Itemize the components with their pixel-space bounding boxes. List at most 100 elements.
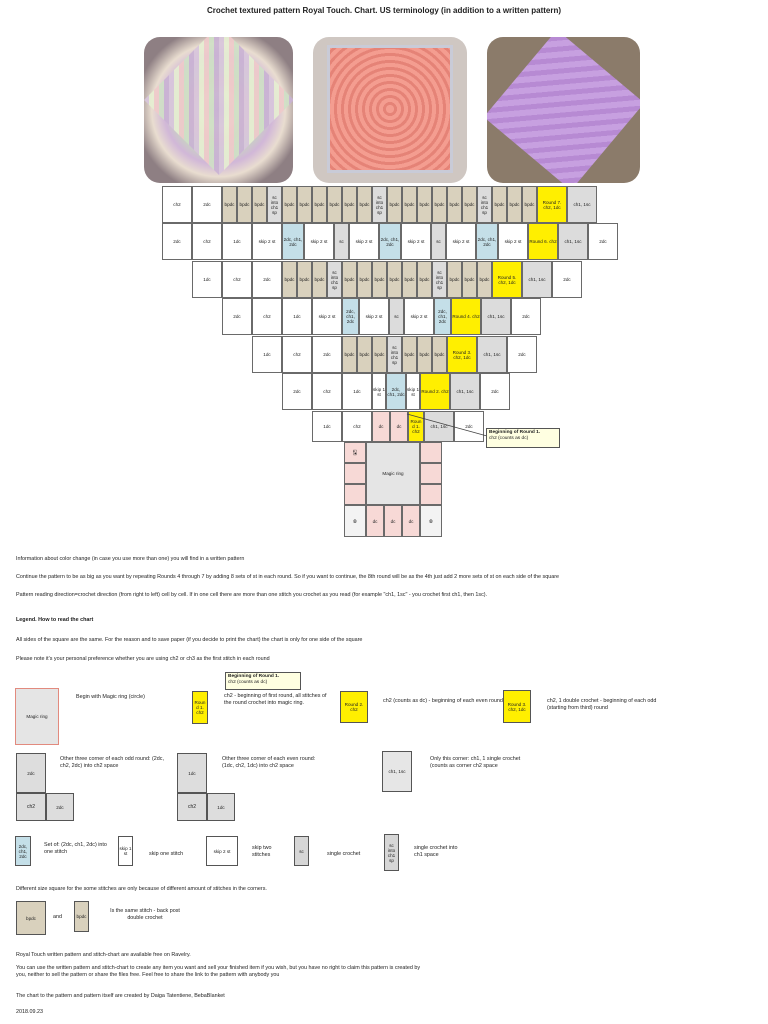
chart-cell: 1dc xyxy=(192,261,222,298)
legend-bpdc-desc: Is the same stitch - back post double cr… xyxy=(110,908,180,921)
photo-pastel-square xyxy=(144,37,293,183)
footer-date: 2018.09.23 xyxy=(16,1009,43,1015)
callout-title: Beginning of Round 1. xyxy=(489,430,541,435)
chart-cell: 2dc xyxy=(480,373,510,410)
page-title: Crochet textured pattern Royal Touch. Ch… xyxy=(206,6,562,15)
chart-cell: 1dc xyxy=(312,411,342,442)
legend-skip1-desc: skip one stitch xyxy=(149,851,184,857)
legend-this-corner-desc: Only this corner: ch1, 1 single crochet … xyxy=(430,756,521,769)
chart-cell: 2dc xyxy=(588,223,618,260)
legend-corner-odd-desc: Other three corner of each odd round: (2… xyxy=(60,756,164,769)
chart-cell: skip 1 st xyxy=(372,373,386,410)
chart-cell: bpdc xyxy=(477,261,492,298)
footer-line-1: Royal Touch written pattern and stitch-c… xyxy=(16,952,191,958)
chart-cell xyxy=(344,484,366,505)
legend-magic-ring-box: Magic ring xyxy=(15,688,59,745)
chart-cell: 2dc, ch1, 2dc xyxy=(282,223,304,260)
chart-cell: Round 6. ch2 xyxy=(528,223,558,260)
chart-cell: sc xyxy=(389,298,404,335)
legend-round2-desc: ch2 (counts as dc) - beginning of each e… xyxy=(383,698,503,704)
chart-cell: 2dc xyxy=(162,223,192,260)
chart-cell: bpdc xyxy=(372,261,387,298)
chart-cell: 2dc xyxy=(507,336,537,373)
chart-cell: bpdc xyxy=(432,336,447,373)
chart-cell: 2dc xyxy=(454,411,484,442)
chart-cell: bpdc xyxy=(312,261,327,298)
chart-cell: bpdc xyxy=(447,186,462,223)
chart-cell: bpdc xyxy=(432,186,447,223)
chart-cell: dc xyxy=(372,411,390,442)
chart-cell: sc into ch1 sp xyxy=(372,186,387,223)
info-line-2: Continue the pattern to be as big as you… xyxy=(16,574,560,580)
legend-intro-1: All sides of the square are the same. Fo… xyxy=(16,637,363,643)
legend-corner-even-desc: Other three corner of each even round: (… xyxy=(222,756,316,769)
chart-cell: 1dc xyxy=(252,336,282,373)
chart-cell: skip 2 st xyxy=(404,298,434,335)
chart-cell: ch1, 1sc xyxy=(522,261,552,298)
chart-cell: ⦾ xyxy=(420,505,442,537)
chart-cell: 2dc, ch1, 2dc xyxy=(476,223,498,260)
chart-cell: bpdc xyxy=(357,186,372,223)
chart-cell: ch2 xyxy=(342,411,372,442)
chart-cell: 2dc xyxy=(511,298,541,335)
chart-cell: bpdc xyxy=(447,261,462,298)
legend-callout-sub: ch2 (counts as dc) xyxy=(228,680,268,685)
chart-cell: ch2 xyxy=(162,186,192,223)
chart-cell: bpdc xyxy=(507,186,522,223)
chart-cell: ch2 xyxy=(252,298,282,335)
chart-cell: sc xyxy=(334,223,349,260)
legend-round3-box: Round 3. ch2, 1dc xyxy=(503,690,531,723)
chart-cell: bpdc xyxy=(312,186,327,223)
chart-cell: bpdc xyxy=(402,261,417,298)
round1-callout: Beginning of Round 1. ch2 (counts as dc) xyxy=(486,428,560,448)
chart-cell xyxy=(344,463,366,484)
chart-cell: bpdc xyxy=(222,186,237,223)
legend-skip2-box: skip 2 st xyxy=(206,836,238,866)
legend-skip1-box: skip 1 st xyxy=(118,836,133,866)
chart-cell: 2dc, ch1, 2dc xyxy=(434,298,451,335)
chart-cell: bpdc xyxy=(417,336,432,373)
chart-cell: sc into ch1 sp xyxy=(267,186,282,223)
legend-intro-2: Please note it's your personal preferenc… xyxy=(16,656,270,662)
chart-cell: bpdc xyxy=(252,186,267,223)
footer-line-2: You can use the written pattern and stit… xyxy=(16,965,421,978)
chart-cell: bpdc xyxy=(327,186,342,223)
legend-round1-callout: Beginning of Round 1. ch2 (counts as dc) xyxy=(225,672,301,690)
chart-cell: bpdc xyxy=(342,186,357,223)
legend-corner-odd-right: 2dc xyxy=(46,793,74,821)
chart-cell xyxy=(420,463,442,484)
chart-cell: bpdc xyxy=(357,336,372,373)
chart-cell: ch1, 1sc xyxy=(558,223,588,260)
legend-bpdc-and: and xyxy=(53,914,62,920)
callout-sub: ch2 (counts as dc) xyxy=(489,436,529,441)
legend-bpdc-large: bpdc xyxy=(16,901,46,935)
magic-ring-center: Magic ring xyxy=(366,442,420,505)
chart-cell: bpdc xyxy=(297,186,312,223)
footer-line-3: The chart to the pattern and pattern its… xyxy=(16,993,225,999)
legend-skip2-desc: skip two stitches xyxy=(252,845,272,858)
chart-cell: skip 2 st xyxy=(312,298,342,335)
chart-cell: 1dc xyxy=(342,373,372,410)
chart-cell: 2dc xyxy=(192,186,222,223)
chart-cell: dc xyxy=(390,411,408,442)
legend-heading: Legend. How to read the chart xyxy=(16,617,94,623)
chart-cell: dc xyxy=(366,505,384,537)
chart-cell xyxy=(420,442,442,463)
coral-crochet-square-photo xyxy=(327,45,453,173)
legend-bpdc-small: bpdc xyxy=(74,901,89,932)
chart-cell: ch1, 1sc xyxy=(481,298,511,335)
chart-cell: 2dc xyxy=(312,336,342,373)
chart-cell: ch2 xyxy=(312,373,342,410)
chart-cell: dc xyxy=(402,505,420,537)
legend-round1-desc: ch2 - beginning of first round, all stit… xyxy=(224,693,327,706)
legend-corner-even-right: 1dc xyxy=(207,793,235,821)
chart-cell: skip 2 st xyxy=(304,223,334,260)
chart-cell: ch1, 1sc xyxy=(424,411,454,442)
legend-corner-odd-top: 2dc xyxy=(16,753,46,793)
chart-cell: Round 4. ch2 xyxy=(451,298,481,335)
chart-cell: skip 2 st xyxy=(498,223,528,260)
chart-cell: 2dc xyxy=(282,373,312,410)
chart-cell: ch2 xyxy=(192,223,222,260)
chart-cell: 2dc xyxy=(222,298,252,335)
chart-cell: sc into ch1 sp xyxy=(432,261,447,298)
